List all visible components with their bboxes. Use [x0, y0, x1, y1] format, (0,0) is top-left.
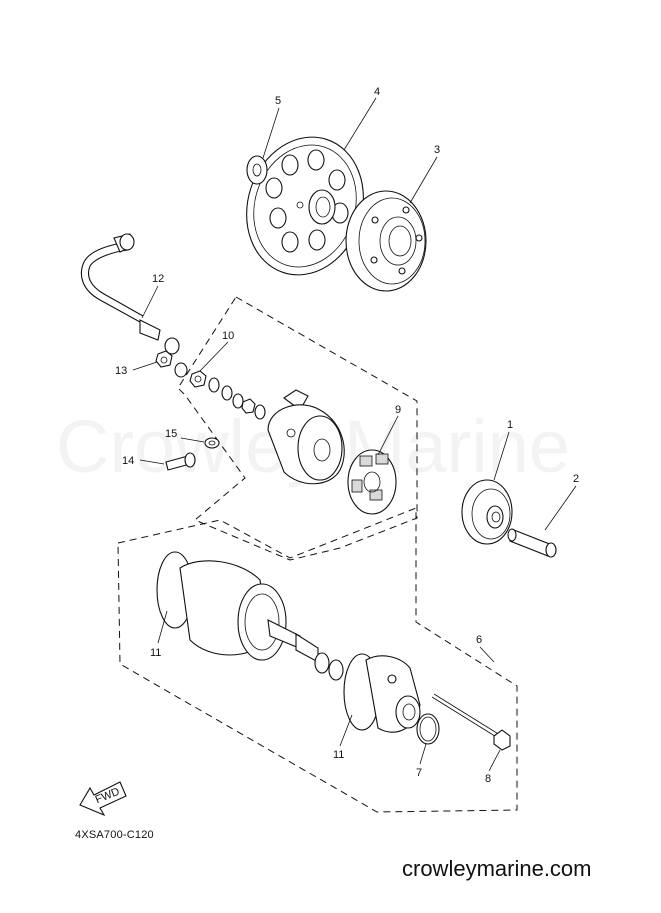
- callout-11-cover: 11: [333, 749, 344, 761]
- part-10-nut-set: [189, 370, 266, 420]
- part-11-armature-yoke: [156, 551, 344, 681]
- leader-lines: [132, 97, 577, 772]
- callout-1: 1: [507, 419, 513, 431]
- part-14-bolt: [165, 452, 196, 471]
- callout-7: 7: [416, 767, 422, 779]
- diagram-code: 4XSA700-C120: [75, 829, 154, 841]
- callout-6: 6: [476, 634, 482, 646]
- part-9-brush-holder: [347, 449, 397, 515]
- starter-front-cover: [267, 389, 345, 485]
- part-5-washer: [246, 155, 268, 185]
- part-8-through-bolt: [431, 693, 511, 751]
- part-1-idler-gear: [461, 479, 513, 545]
- assembly-outline-upper: [177, 296, 418, 561]
- fwd-arrow-icon: FWD: [79, 781, 127, 817]
- callout-14: 14: [122, 455, 134, 467]
- callout-15: 15: [165, 428, 177, 440]
- callout-2: 2: [573, 473, 579, 485]
- callout-4: 4: [374, 86, 380, 98]
- part-3-clutch: [345, 190, 427, 292]
- part-13-nut: [155, 350, 188, 378]
- callout-3: 3: [434, 144, 440, 156]
- callout-11-armature: 11: [150, 647, 161, 659]
- part-7-o-ring: [416, 713, 440, 745]
- callout-10: 10: [222, 330, 234, 342]
- assembly-outline-lower: [117, 507, 518, 813]
- callout-9: 9: [395, 404, 401, 416]
- website-text: crowleymarine.com: [402, 856, 592, 881]
- callout-13: 13: [115, 365, 127, 377]
- callout-8: 8: [485, 773, 491, 785]
- part-12-lead-wire: [80, 233, 180, 355]
- part-2-shaft: [507, 528, 557, 558]
- part-4-starter-gear: [246, 136, 364, 276]
- part-11-rear-cover: [343, 653, 421, 733]
- callout-12: 12: [152, 273, 164, 285]
- callout-numbers: 1 2 3 4 5 6 7 8 9 10 11 11 12 13 14 15: [115, 86, 579, 785]
- callout-5: 5: [275, 95, 281, 107]
- part-15-washer: [204, 437, 220, 449]
